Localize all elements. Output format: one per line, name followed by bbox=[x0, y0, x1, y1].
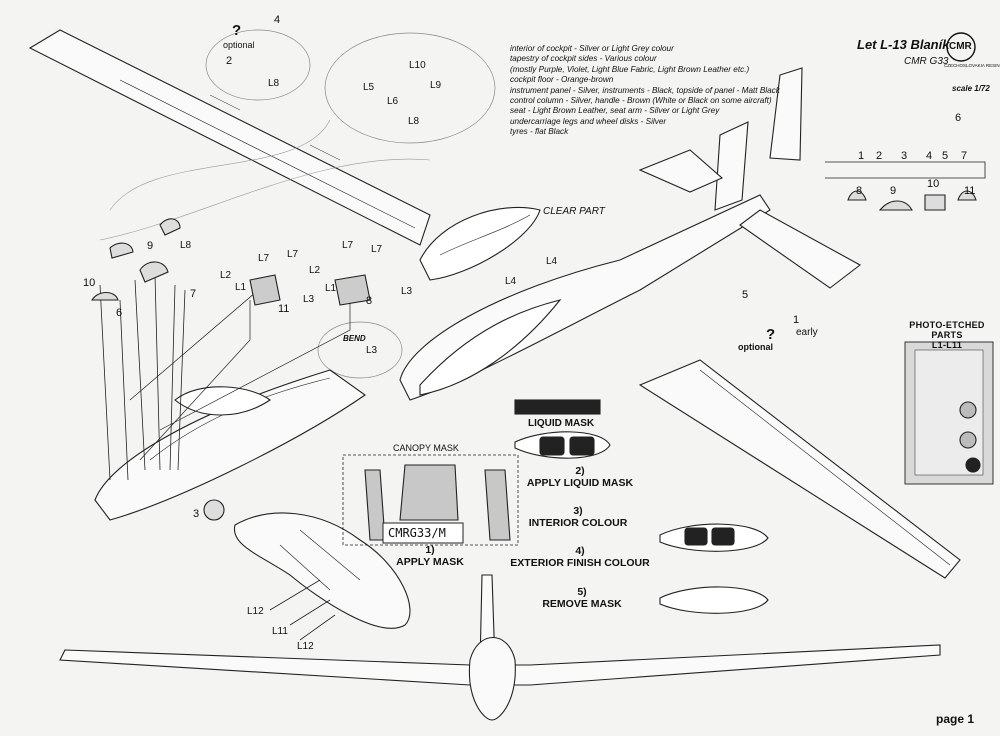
key-number: 7 bbox=[961, 150, 968, 162]
pe-part-label: L2 bbox=[220, 270, 232, 281]
canopy-lower-left bbox=[233, 512, 411, 629]
liquid-mask-label: LIQUID MASK bbox=[528, 418, 595, 429]
step-number: 3) bbox=[573, 505, 583, 517]
left-wing-outline bbox=[28, 29, 431, 246]
pe-part-label: L8 bbox=[268, 78, 280, 89]
part-number: 8 bbox=[366, 295, 373, 307]
question-mark: ? bbox=[232, 22, 242, 39]
pe-part-label: L12 bbox=[297, 641, 314, 652]
pe-part-label: L4 bbox=[546, 256, 558, 267]
pe-part-label: L3 bbox=[366, 345, 378, 356]
step-text: EXTERIOR FINISH COLOUR bbox=[510, 557, 650, 569]
key-number: 2 bbox=[876, 150, 883, 162]
part-number: 11 bbox=[278, 303, 290, 315]
pe-title: PHOTO-ETCHED PARTS L1-L11 bbox=[895, 320, 999, 350]
step-text: APPLY MASK bbox=[396, 556, 464, 568]
brand-logo-text: CMR bbox=[949, 41, 972, 52]
part-number: 5 bbox=[742, 289, 749, 301]
color-note-line: interior of cockpit - Silver or Light Gr… bbox=[510, 44, 674, 53]
pe-part-label: L8 bbox=[180, 240, 192, 251]
bend-label: BEND bbox=[343, 334, 366, 343]
pe-part-label: L9 bbox=[430, 80, 442, 91]
pe-part-label: L7 bbox=[371, 244, 383, 255]
pe-part-label: L3 bbox=[401, 286, 413, 297]
mask-code: CMRG33/M bbox=[388, 526, 446, 540]
step-number: 1) bbox=[425, 544, 435, 556]
color-notes: interior of cockpit - Silver or Light Gr… bbox=[510, 44, 850, 138]
question-mark: ? bbox=[766, 326, 776, 343]
scale-label: scale 1/72 bbox=[952, 84, 990, 93]
pe-part-label: L3 bbox=[303, 294, 315, 305]
color-note-line: tapestry of cockpit sides - Various colo… bbox=[510, 54, 657, 64]
canopy-mask-label: CANOPY MASK bbox=[393, 443, 459, 453]
optional-label-right: optional bbox=[738, 342, 773, 352]
key-number: 4 bbox=[926, 150, 933, 162]
color-note-line: undercarriage legs and wheel disks - Sil… bbox=[510, 116, 667, 126]
part-number: 9 bbox=[147, 240, 154, 252]
key-number: 5 bbox=[942, 150, 949, 162]
page-number: page 1 bbox=[936, 712, 975, 726]
step-number: 2) bbox=[575, 465, 585, 477]
part-number: 7 bbox=[190, 288, 197, 300]
key-number: 9 bbox=[890, 185, 897, 197]
key-number: 1 bbox=[858, 150, 865, 162]
pe-part-label: L7 bbox=[287, 249, 299, 260]
color-note-line: (mostly Purple, Violet, Light Blue Fabri… bbox=[510, 64, 750, 74]
step-3: 3) INTERIOR COLOUR bbox=[518, 505, 638, 529]
key-number: 11 bbox=[964, 185, 976, 197]
step-text: INTERIOR COLOUR bbox=[528, 517, 628, 529]
pe-part-label: L7 bbox=[342, 240, 354, 251]
optional-label-top: optional bbox=[223, 40, 255, 50]
step-number: 5) bbox=[577, 586, 587, 598]
pe-part-label: L5 bbox=[363, 82, 375, 93]
right-wing-outline bbox=[638, 359, 961, 579]
color-note-line: seat - Light Brown Leather, seat arm - S… bbox=[510, 106, 720, 116]
pe-part-label: L6 bbox=[387, 96, 399, 107]
step-text: APPLY LIQUID MASK bbox=[526, 477, 634, 489]
pe-part-label: L7 bbox=[258, 253, 270, 264]
step-number: 4) bbox=[575, 545, 585, 557]
pe-part-label: L10 bbox=[409, 60, 426, 71]
brand-subtitle: CZECHOSLOVAKIA RESIN bbox=[944, 63, 1000, 68]
color-note-line: cockpit floor - Orange-brown bbox=[510, 75, 614, 85]
part-number: 4 bbox=[274, 14, 281, 26]
color-note-line: tyres - flat Black bbox=[510, 127, 569, 137]
page-title: Let L-13 Blaník bbox=[857, 37, 950, 52]
clear-part-label: CLEAR PART bbox=[543, 206, 605, 217]
step-5: 5) REMOVE MASK bbox=[517, 586, 647, 610]
key-number: 10 bbox=[927, 178, 940, 190]
key-number: 6 bbox=[955, 112, 962, 124]
step-2: 2) APPLY LIQUID MASK bbox=[510, 465, 650, 489]
key-number: 3 bbox=[901, 150, 908, 162]
step-4: 4) EXTERIOR FINISH COLOUR bbox=[500, 545, 660, 569]
pe-part-label: L1 bbox=[325, 283, 337, 294]
color-note-line: instrument panel - Silver, instruments -… bbox=[510, 85, 780, 95]
key-number: 8 bbox=[856, 185, 863, 197]
pe-title-line: PHOTO-ETCHED PARTS bbox=[909, 320, 985, 340]
pe-part-label: L12 bbox=[247, 606, 264, 617]
kit-code: CMR G33 bbox=[904, 56, 949, 67]
color-note-line: control column - Silver, handle - Brown … bbox=[510, 96, 772, 106]
part-number: 6 bbox=[116, 307, 123, 319]
pe-part-label: L8 bbox=[408, 116, 420, 127]
early-label: early bbox=[796, 327, 818, 338]
part-number: 2 bbox=[226, 55, 233, 67]
pe-part-label: L4 bbox=[505, 276, 517, 287]
step-text: REMOVE MASK bbox=[542, 598, 622, 610]
brand-logo-circle bbox=[946, 32, 976, 62]
part-number: 3 bbox=[193, 508, 200, 520]
part-number: 10 bbox=[83, 277, 96, 289]
pe-part-label: L2 bbox=[309, 265, 321, 276]
pe-title-line: L1-L11 bbox=[931, 340, 963, 350]
pe-part-label: L1 bbox=[235, 282, 247, 293]
clear-canopy bbox=[419, 206, 541, 281]
part-number: 1 bbox=[793, 314, 800, 326]
step-1: 1) APPLY MASK bbox=[370, 544, 490, 568]
cockpit-fuselage-left bbox=[94, 369, 366, 521]
pe-part-label: L11 bbox=[272, 626, 288, 637]
